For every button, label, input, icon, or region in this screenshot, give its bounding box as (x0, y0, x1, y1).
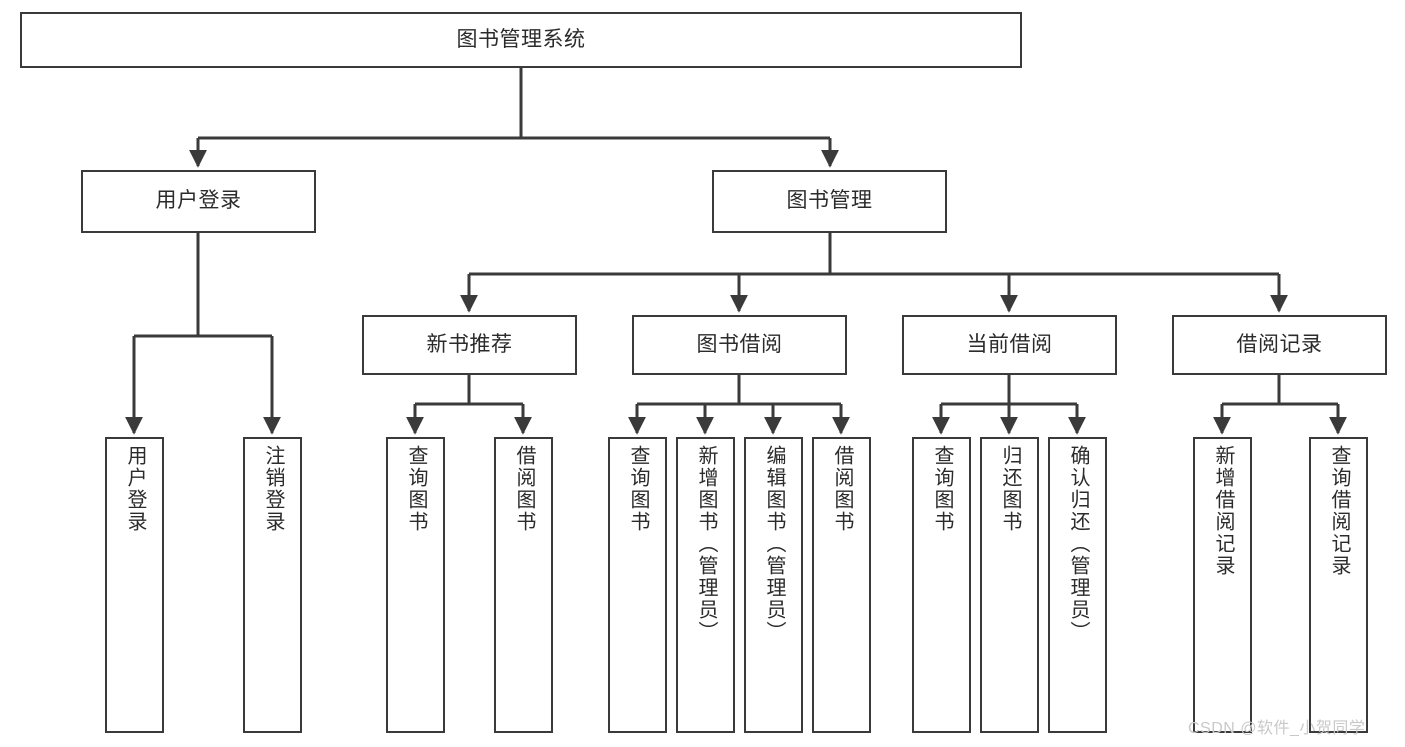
leaf-logout-login-label: 注销登录 (262, 445, 284, 533)
leaf-logout-login[interactable]: 注销登录 (243, 437, 302, 733)
leaf-query-book-1-label: 查询图书 (405, 445, 427, 533)
leaf-add-book[interactable]: 新增图书（管理员） (676, 437, 735, 733)
leaf-edit-book-label: 编辑图书（管理员） (763, 445, 785, 643)
node-book-borrow-label: 图书借阅 (696, 332, 783, 356)
node-root-label: 图书管理系统 (456, 27, 586, 51)
node-borrow-record-label: 借阅记录 (1236, 332, 1323, 356)
node-borrow-record[interactable]: 借阅记录 (1172, 315, 1387, 375)
leaf-edit-book[interactable]: 编辑图书（管理员） (744, 437, 803, 733)
leaf-query-book-3[interactable]: 查询图书 (912, 437, 971, 733)
leaf-query-book-3-label: 查询图书 (931, 445, 953, 533)
leaf-borrow-book-2-label: 借阅图书 (831, 445, 853, 533)
node-current-borrow-label: 当前借阅 (966, 332, 1053, 356)
node-new-book-recommend[interactable]: 新书推荐 (362, 315, 577, 375)
node-book-borrow[interactable]: 图书借阅 (632, 315, 847, 375)
leaf-query-book-2[interactable]: 查询图书 (608, 437, 667, 733)
node-current-borrow[interactable]: 当前借阅 (902, 315, 1117, 375)
watermark: CSDN @软件_小贺同学 (1188, 720, 1366, 737)
node-book-management-label: 图书管理 (786, 189, 873, 213)
node-new-book-recommend-label: 新书推荐 (426, 332, 513, 356)
leaf-query-book-2-label: 查询图书 (627, 445, 649, 533)
node-root[interactable]: 图书管理系统 (20, 12, 1022, 68)
node-user-login-label: 用户登录 (155, 189, 242, 213)
node-book-management[interactable]: 图书管理 (712, 170, 947, 233)
leaf-query-book-1[interactable]: 查询图书 (386, 437, 445, 733)
leaf-return-book[interactable]: 归还图书 (980, 437, 1039, 733)
leaf-borrow-book-1-label: 借阅图书 (513, 445, 535, 533)
leaf-add-book-label: 新增图书（管理员） (695, 445, 717, 643)
leaf-borrow-book-1[interactable]: 借阅图书 (494, 437, 553, 733)
leaf-user-login-label: 用户登录 (124, 445, 146, 533)
leaf-user-login[interactable]: 用户登录 (105, 437, 164, 733)
leaf-borrow-book-2[interactable]: 借阅图书 (812, 437, 871, 733)
leaf-query-record[interactable]: 查询借阅记录 (1309, 437, 1368, 733)
leaf-query-record-label: 查询借阅记录 (1328, 445, 1350, 577)
leaf-confirm-return[interactable]: 确认归还（管理员） (1048, 437, 1107, 733)
node-user-login[interactable]: 用户登录 (81, 170, 316, 233)
leaf-return-book-label: 归还图书 (999, 445, 1021, 533)
leaf-confirm-return-label: 确认归还（管理员） (1067, 445, 1089, 643)
leaf-add-record[interactable]: 新增借阅记录 (1193, 437, 1252, 733)
leaf-add-record-label: 新增借阅记录 (1212, 445, 1234, 577)
